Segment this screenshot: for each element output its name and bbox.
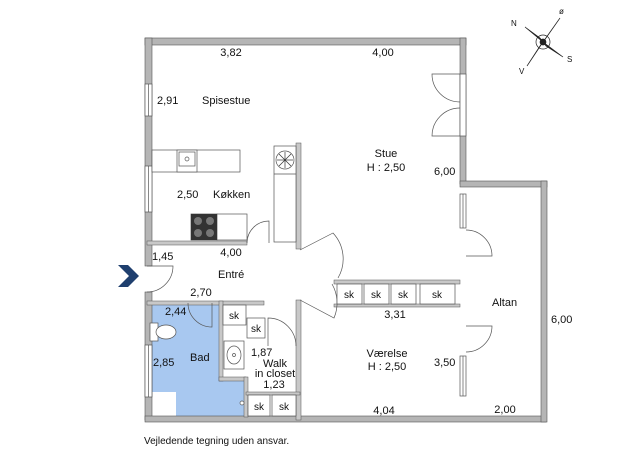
room-door: [299, 283, 338, 319]
room-label-bad: Bad: [190, 352, 210, 364]
dim-entre-depth: 1,45: [152, 251, 173, 263]
bathroom-fixtures: [149, 322, 245, 406]
dim-kitchen-depth: 2,50: [177, 189, 198, 201]
dim-room-width-bottom: 4,04: [373, 405, 394, 417]
room-label-kokken: Køkken: [213, 189, 250, 201]
dim-spisestue-depth: 2,91: [157, 95, 178, 107]
dim-stue-width-top: 4,00: [372, 47, 393, 59]
compass-rose: [524, 17, 564, 67]
altan-door-top: [465, 229, 493, 257]
compass-s: S: [567, 55, 572, 64]
room-height-vaerelse: H : 2,50: [368, 361, 407, 373]
room-label-entre: Entré: [218, 269, 244, 281]
room-label-walk-2: in closet: [255, 368, 295, 380]
dim-closet-width: 1,23: [263, 379, 284, 391]
storage-label: sk: [229, 311, 240, 322]
storage-label: sk: [398, 290, 409, 301]
storage-label: sk: [251, 324, 262, 335]
dim-room-width-top: 3,31: [384, 309, 405, 321]
dim-closet-depth: 1,87: [251, 347, 272, 359]
windows: [144, 83, 467, 398]
room-label-altan: Altan: [492, 297, 517, 309]
dim-entre-width: 2,70: [190, 287, 211, 299]
room-label-spisestue: Spisestue: [202, 95, 250, 107]
compass-o: ø: [559, 7, 564, 16]
stue-double-door: [431, 73, 467, 137]
kitchen-door: [246, 220, 270, 244]
compass-v: V: [519, 67, 525, 76]
dim-room-depth: 3,50: [434, 357, 455, 369]
dim-altan-width: 2,00: [494, 404, 515, 416]
storage-label: sk: [371, 290, 382, 301]
entrance-door: [146, 265, 174, 293]
dim-stue-depth: 6,00: [434, 166, 455, 178]
storage-label: sk: [344, 290, 355, 301]
dim-altan-depth: 6,00: [551, 314, 572, 326]
extractor-fan: [277, 152, 293, 168]
dim-kitchen-width: 4,00: [220, 247, 241, 259]
walk-in-door: [267, 317, 297, 347]
dim-bath-depth: 2,85: [153, 357, 174, 369]
storage-boxes: [222, 283, 456, 417]
compass-n: N: [511, 19, 517, 28]
room-label-vaerelse: Værelse: [367, 348, 408, 360]
stue-door: [299, 232, 344, 279]
dim-spisestue-width: 3,82: [220, 47, 241, 59]
dim-bath-width: 2,44: [165, 306, 186, 318]
stove: [191, 214, 217, 240]
storage-label: sk: [279, 402, 290, 413]
room-height-stue: H : 2,50: [367, 162, 406, 174]
altan-door-bottom: [465, 325, 493, 353]
storage-label: sk: [254, 402, 265, 413]
entrance-arrow: [118, 265, 139, 287]
disclaimer-note: Vejledende tegning uden ansvar.: [144, 436, 289, 447]
bathroom-door: [187, 302, 213, 328]
room-label-walk: Walk: [263, 358, 288, 370]
room-label-stue: Stue: [375, 148, 398, 160]
storage-label: sk: [432, 290, 443, 301]
